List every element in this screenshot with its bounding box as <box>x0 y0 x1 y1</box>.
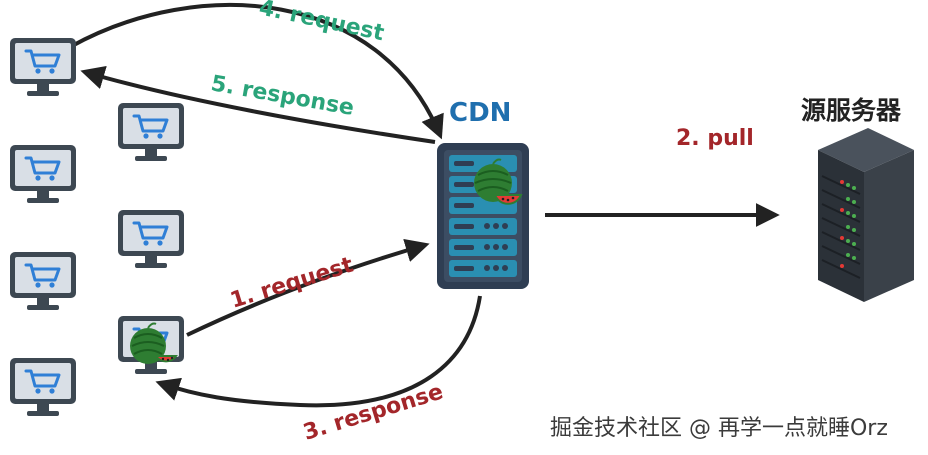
client-monitor-3-icon <box>8 250 78 312</box>
label-request-top: 4. request <box>257 0 387 46</box>
cdn-server-icon <box>437 143 529 289</box>
client-monitor-5-icon <box>116 101 186 163</box>
label-cdn: CDN <box>449 98 511 128</box>
arrow-response-top <box>80 65 436 144</box>
watermark-text: 掘金技术社区 @ 再学一点就睡Orz <box>550 416 888 441</box>
label-response-top: 5. response <box>209 71 356 121</box>
origin-server-icon <box>818 128 914 302</box>
arrow-request-top <box>69 3 444 140</box>
label-origin-server: 源服务器 <box>801 96 902 125</box>
client-monitor-1-icon <box>8 36 78 98</box>
arrow-response-bottom <box>155 295 482 408</box>
client-monitor-4-icon <box>8 356 78 418</box>
arrow-request-bottom <box>186 238 430 337</box>
client-monitor-6-icon <box>116 208 186 270</box>
client-monitor-watermelon-icon <box>118 316 184 374</box>
label-pull: 2. pull <box>676 126 754 151</box>
client-monitor-2-icon <box>8 143 78 205</box>
label-response-bottom: 3. response <box>300 380 446 446</box>
label-request-bottom: 1. request <box>227 253 356 314</box>
